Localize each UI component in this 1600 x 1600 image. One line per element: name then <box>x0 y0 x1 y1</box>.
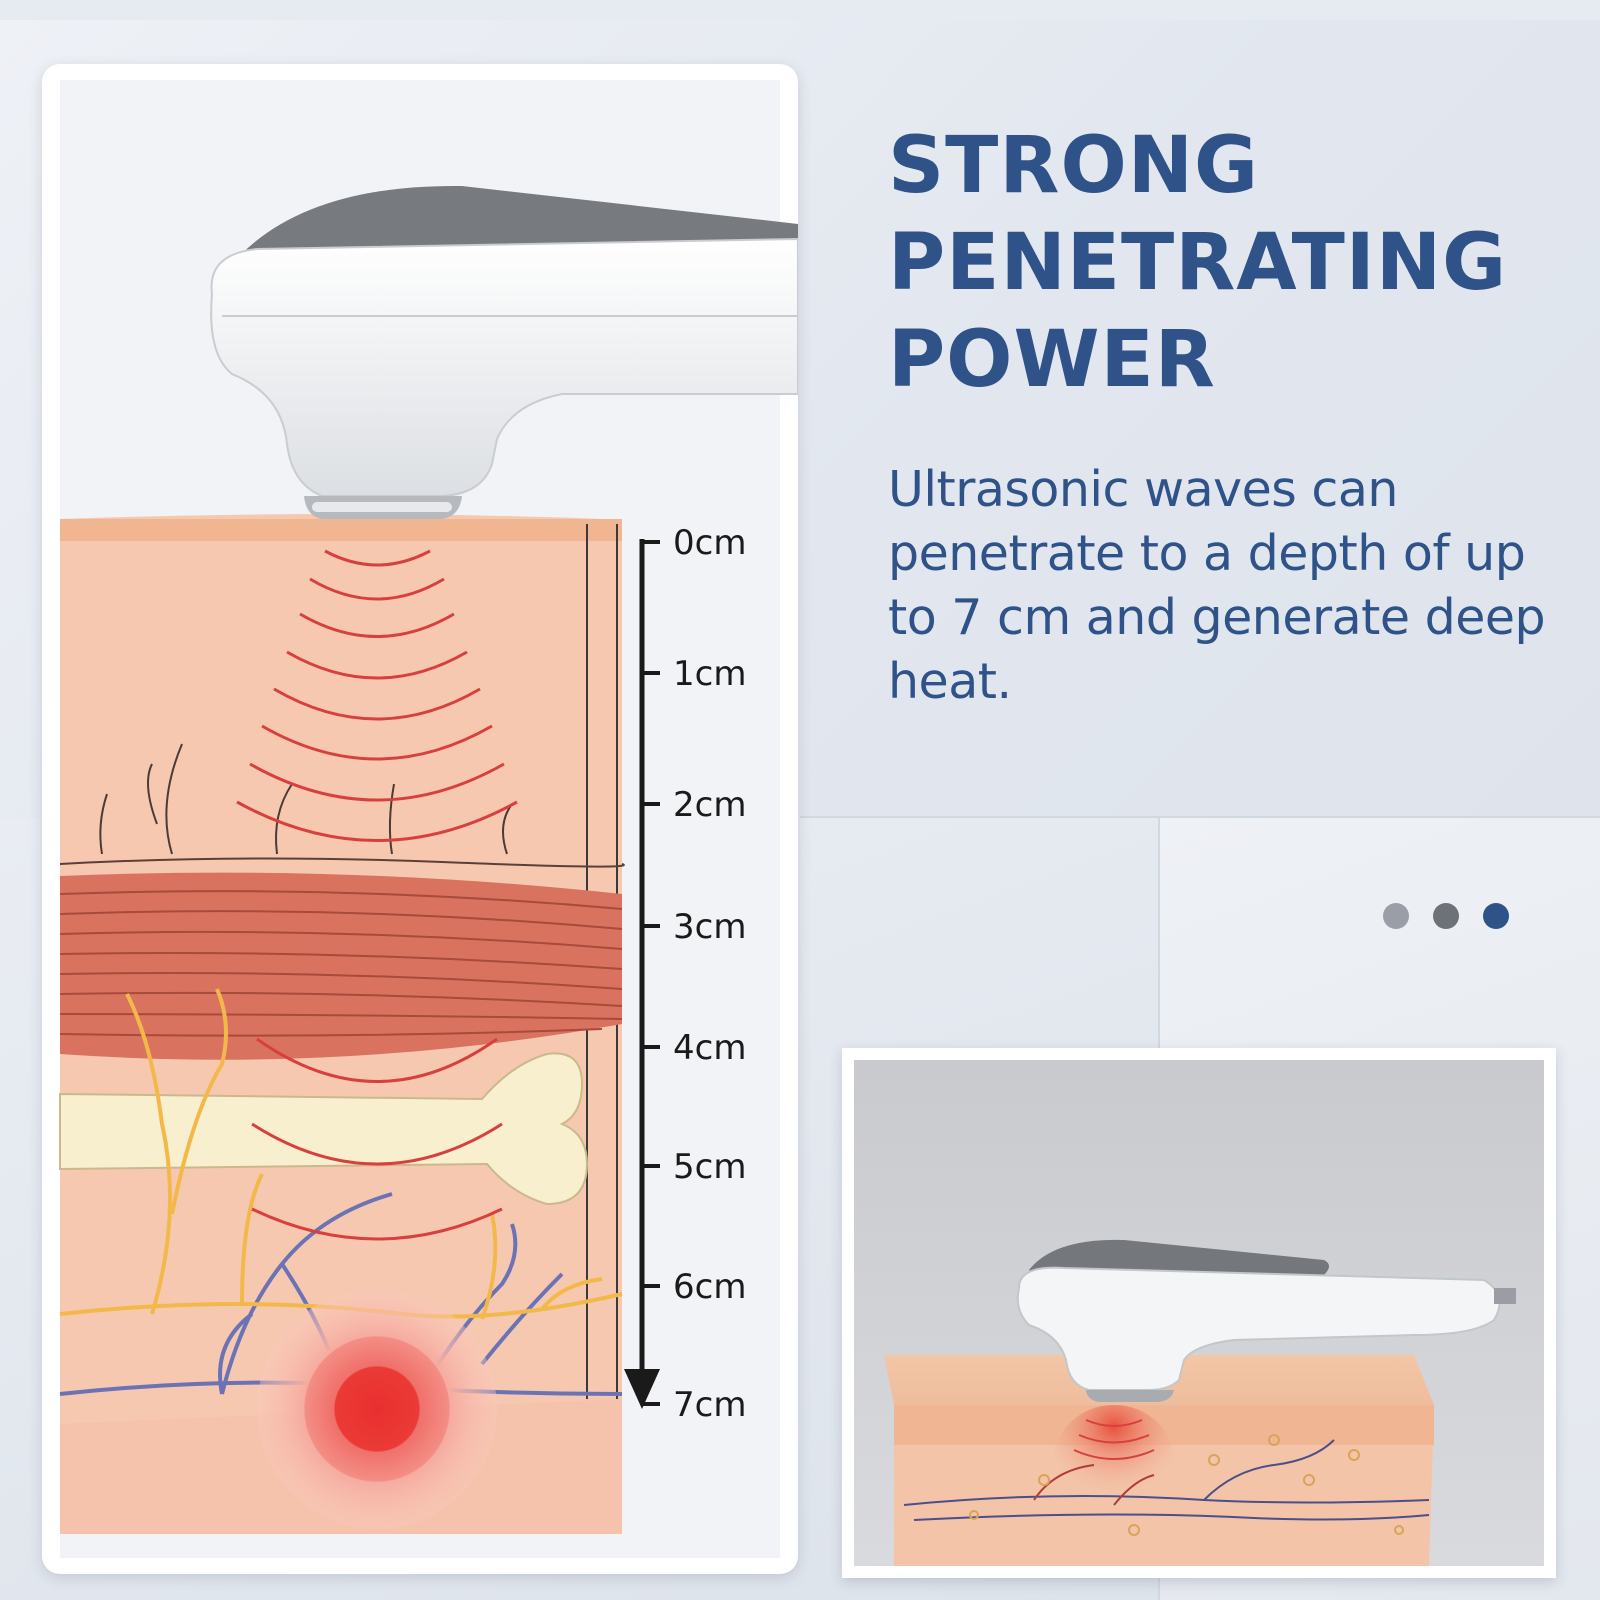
headline-line-2: PENETRATING <box>888 218 1508 308</box>
product-photo-card <box>842 1048 1556 1578</box>
depth-label-1: 1cm <box>673 654 746 694</box>
headline-line-1: STRONG <box>888 121 1260 211</box>
ultrasound-device <box>210 185 798 519</box>
description: Ultrasonic waves can penetrate to a dept… <box>888 461 1546 710</box>
depth-axis: 0cm 1cm 2cm 3cm 4cm 5cm 6cm 7cm <box>624 523 746 1425</box>
photo-veins <box>903 1439 1430 1521</box>
photo-device <box>1016 1239 1516 1402</box>
muscle-fibers <box>59 890 623 1037</box>
depth-label-6: 6cm <box>673 1267 746 1307</box>
headline-line-3: POWER <box>888 315 1216 405</box>
depth-label-4: 4cm <box>673 1028 746 1068</box>
depth-label-3: 3cm <box>673 907 746 947</box>
ultrasound-waves <box>236 549 518 1241</box>
carousel-dot-2[interactable] <box>1433 903 1459 929</box>
divider-line <box>800 816 1600 818</box>
tissue-illustration: 0cm 1cm 2cm 3cm 4cm 5cm 6cm 7cm <box>59 80 798 1558</box>
depth-label-0: 0cm <box>673 523 746 563</box>
headline: STRONG PENETRATING POWER <box>888 118 1568 409</box>
tissue-cross-section-card: 0cm 1cm 2cm 3cm 4cm 5cm 6cm 7cm <box>42 64 798 1574</box>
carousel-indicator <box>1383 903 1509 929</box>
heat-spot <box>257 1289 497 1529</box>
skin-surface <box>60 519 622 541</box>
bone <box>59 1052 589 1206</box>
carousel-dot-3-active[interactable] <box>1483 903 1509 929</box>
carousel-dot-1[interactable] <box>1383 903 1409 929</box>
depth-label-2: 2cm <box>673 785 746 825</box>
photo-cells <box>969 1434 1404 1536</box>
depth-label-5: 5cm <box>673 1147 746 1187</box>
product-photo <box>854 1060 1544 1566</box>
depth-label-7: 7cm <box>673 1385 746 1425</box>
depth-arrow-head <box>624 1369 660 1409</box>
